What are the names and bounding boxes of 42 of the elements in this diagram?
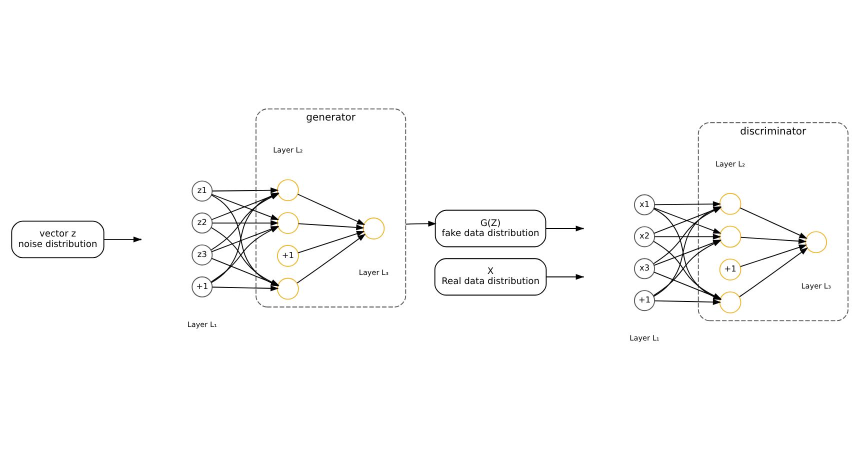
node-box: X Real data distribution: [434, 258, 547, 296]
arrow: [405, 220, 436, 227]
label: Layer L₃: [801, 282, 831, 291]
arrow: [740, 236, 807, 244]
node-circle: x3: [634, 258, 655, 280]
arrow: [654, 234, 722, 240]
node-circle: +1: [277, 244, 299, 267]
arrow: [212, 220, 279, 226]
label: Layer L₁: [630, 334, 660, 343]
arrow: [298, 230, 365, 254]
node-box: G(Z) fake data distribution: [434, 210, 546, 248]
label: Layer L₃: [358, 268, 389, 277]
node-box: vector z noise distribution: [11, 220, 104, 258]
node-circle: z1: [192, 180, 213, 202]
arrow: [297, 194, 366, 225]
node-circle: +1: [192, 276, 213, 298]
node-circle: [719, 226, 742, 248]
node-circle: [277, 179, 299, 202]
label: Layer L₂: [715, 159, 746, 168]
node-circle: z2: [192, 212, 213, 234]
arrow: [740, 208, 808, 239]
node-circle: x2: [634, 226, 655, 248]
arrow: [212, 286, 279, 292]
arrow: [654, 299, 722, 305]
arrow: [212, 187, 279, 194]
node-circle: x1: [634, 194, 655, 216]
arrow: [740, 244, 808, 267]
node-circle: z3: [192, 244, 213, 266]
label: Layer L₂: [273, 146, 303, 155]
node-circle: [277, 212, 299, 234]
node-circle: [719, 192, 742, 215]
arrow: [654, 201, 722, 207]
node-circle: [362, 218, 385, 240]
arrow: [298, 223, 364, 230]
label: Layer L₁: [187, 320, 217, 329]
node-circle: +1: [634, 290, 655, 312]
arrow: [739, 247, 808, 298]
arrow: [296, 234, 366, 284]
node-circle: +1: [719, 258, 742, 281]
node-circle: [277, 278, 299, 300]
node-circle: [805, 231, 828, 254]
node-circle: [719, 291, 742, 314]
